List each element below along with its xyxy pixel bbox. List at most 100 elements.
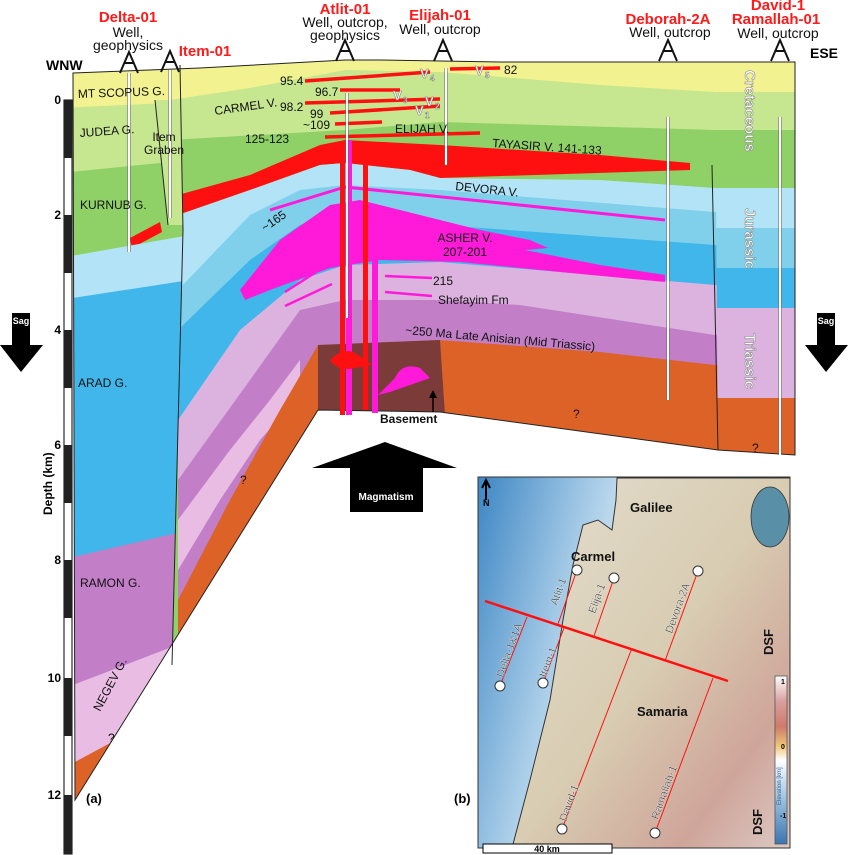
unknown-mark: ? (752, 441, 759, 455)
magenta-intrusion (378, 366, 430, 395)
v5-subscript: 5 (485, 71, 490, 80)
shefayim-sills (284, 260, 433, 308)
label-elijah-v: ELIJAH V. (395, 122, 449, 136)
right-triassic-orange (715, 398, 795, 460)
well-label-david: David-1 (751, 0, 805, 14)
well-label-ramallah: Ramallah-01 (732, 11, 820, 28)
well-bores (127, 68, 782, 455)
depth-tick: 12 (48, 788, 62, 802)
well-type: geophysics (310, 27, 380, 43)
depth-tick: 10 (48, 671, 62, 685)
direction-west: WNW (46, 57, 83, 73)
label-asher-v: ASHER V. (438, 231, 493, 245)
age-label: 96.7 (315, 85, 339, 99)
right-judea (715, 92, 795, 132)
tayasir-volcanics (178, 140, 690, 215)
v2-subscript: 2 (435, 102, 440, 111)
map-well-devora[interactable] (692, 565, 704, 577)
left-block (73, 100, 183, 800)
label-arad: ARAD G. (78, 376, 127, 390)
well-label-elijah: Elijah-01 (409, 7, 471, 24)
well-label-item: Item-01 (179, 43, 232, 60)
right-triassic (715, 308, 795, 400)
label-shefayim: Shefayim Fm (438, 293, 509, 307)
derrick-icon (160, 48, 180, 73)
well-label-deborah: Deborah-2A (625, 11, 710, 28)
derrick-icon (433, 37, 453, 62)
map-well-ramallah[interactable] (649, 827, 661, 839)
north-label: N (483, 498, 490, 508)
magmatism-label: Magmatism (358, 492, 413, 503)
well-type: Well, outcrop (737, 25, 819, 41)
panel-label-a: (a) (86, 791, 102, 806)
depth-tick: 6 (54, 438, 61, 452)
depth-tick: 0 (54, 93, 61, 107)
map-well-markers (494, 564, 704, 839)
location-map: N Galilee Carmel Samaria DSF DSF Atlit-1… (477, 476, 791, 854)
well-label-atlit: Atlit-01 (320, 1, 371, 18)
label-devora-v: DEVORA V. (455, 179, 520, 200)
v2-label: V (425, 94, 434, 109)
sag-arrow-right: Sag (805, 313, 848, 372)
red-intrusion (330, 351, 372, 369)
label-basement: Basement (380, 412, 437, 426)
v1-label: V (415, 103, 424, 118)
map-well-item[interactable] (537, 677, 549, 689)
unknown-mark: ? (240, 473, 247, 487)
map-well-david[interactable] (556, 823, 568, 835)
red-dike (340, 150, 345, 415)
right-jurassic-lower (715, 268, 795, 310)
right-mt-scopus (715, 60, 795, 95)
depth-tick: 2 (54, 208, 61, 222)
age-label: ~109 (303, 118, 330, 132)
carmel-volcanics (304, 66, 501, 139)
magmatism-arrow: Magmatism (312, 442, 457, 512)
sea-of-galilee (750, 486, 790, 548)
label-item-graben: Graben (144, 143, 184, 157)
age-label: 215 (433, 274, 453, 288)
period-jurassic: Jurassic (741, 208, 758, 269)
panel-label-b: (b) (454, 791, 471, 806)
map-label-galilee: Galilee (630, 500, 673, 515)
v4-label: V (420, 66, 429, 81)
map-well-elija[interactable] (608, 572, 620, 584)
scale-bar: 40 km (482, 843, 613, 854)
right-jurassic-upper (715, 188, 795, 230)
map-well-atlit[interactable] (571, 564, 583, 576)
depth-tick: 4 (54, 323, 61, 337)
label-item-graben: Item (152, 130, 175, 144)
label-kurnub: KURNUB G. (80, 198, 147, 212)
depth-axis: 0 2 4 6 8 10 12 Depth (km) (41, 93, 73, 855)
v4-subscript: 4 (430, 74, 435, 83)
map-label-samaria: Samaria (637, 704, 688, 719)
left-volcanic-wedge (130, 222, 162, 248)
period-cretaceous: Cretaceous (741, 70, 758, 152)
v5-label: V (475, 63, 484, 78)
colorbar-tick: 1 (781, 679, 785, 686)
map-well-delta[interactable] (494, 680, 506, 692)
age-label: 125-123 (245, 132, 289, 146)
label-asher-age: 207-201 (443, 245, 487, 259)
age-label: 98.2 (280, 100, 304, 114)
depth-tick: 8 (54, 553, 61, 567)
derrick-icon (119, 49, 139, 74)
faults (72, 59, 796, 802)
sag-label: Sag (818, 316, 835, 326)
triassic-slope-layer (178, 360, 300, 570)
well-type: Well, (113, 24, 144, 40)
map-label-dsf: DSF (761, 629, 776, 655)
derrick-icon (658, 37, 678, 62)
scale-label: 40 km (534, 844, 560, 854)
unknown-mark: ? (108, 731, 115, 745)
colorbar-tick: -1 (780, 813, 786, 820)
label-ramon: RAMON G. (80, 576, 141, 590)
map-label-carmel: Carmel (571, 549, 615, 564)
age-label: 95.4 (280, 74, 304, 88)
sag-label: Sag (13, 316, 30, 326)
projection-lines (499, 569, 714, 834)
dikes (330, 140, 430, 415)
sag-arrow-left: Sag (0, 313, 43, 372)
label-judea: JUDEA G. (79, 122, 135, 140)
colorbar-label: Elevation [km] (777, 767, 783, 805)
